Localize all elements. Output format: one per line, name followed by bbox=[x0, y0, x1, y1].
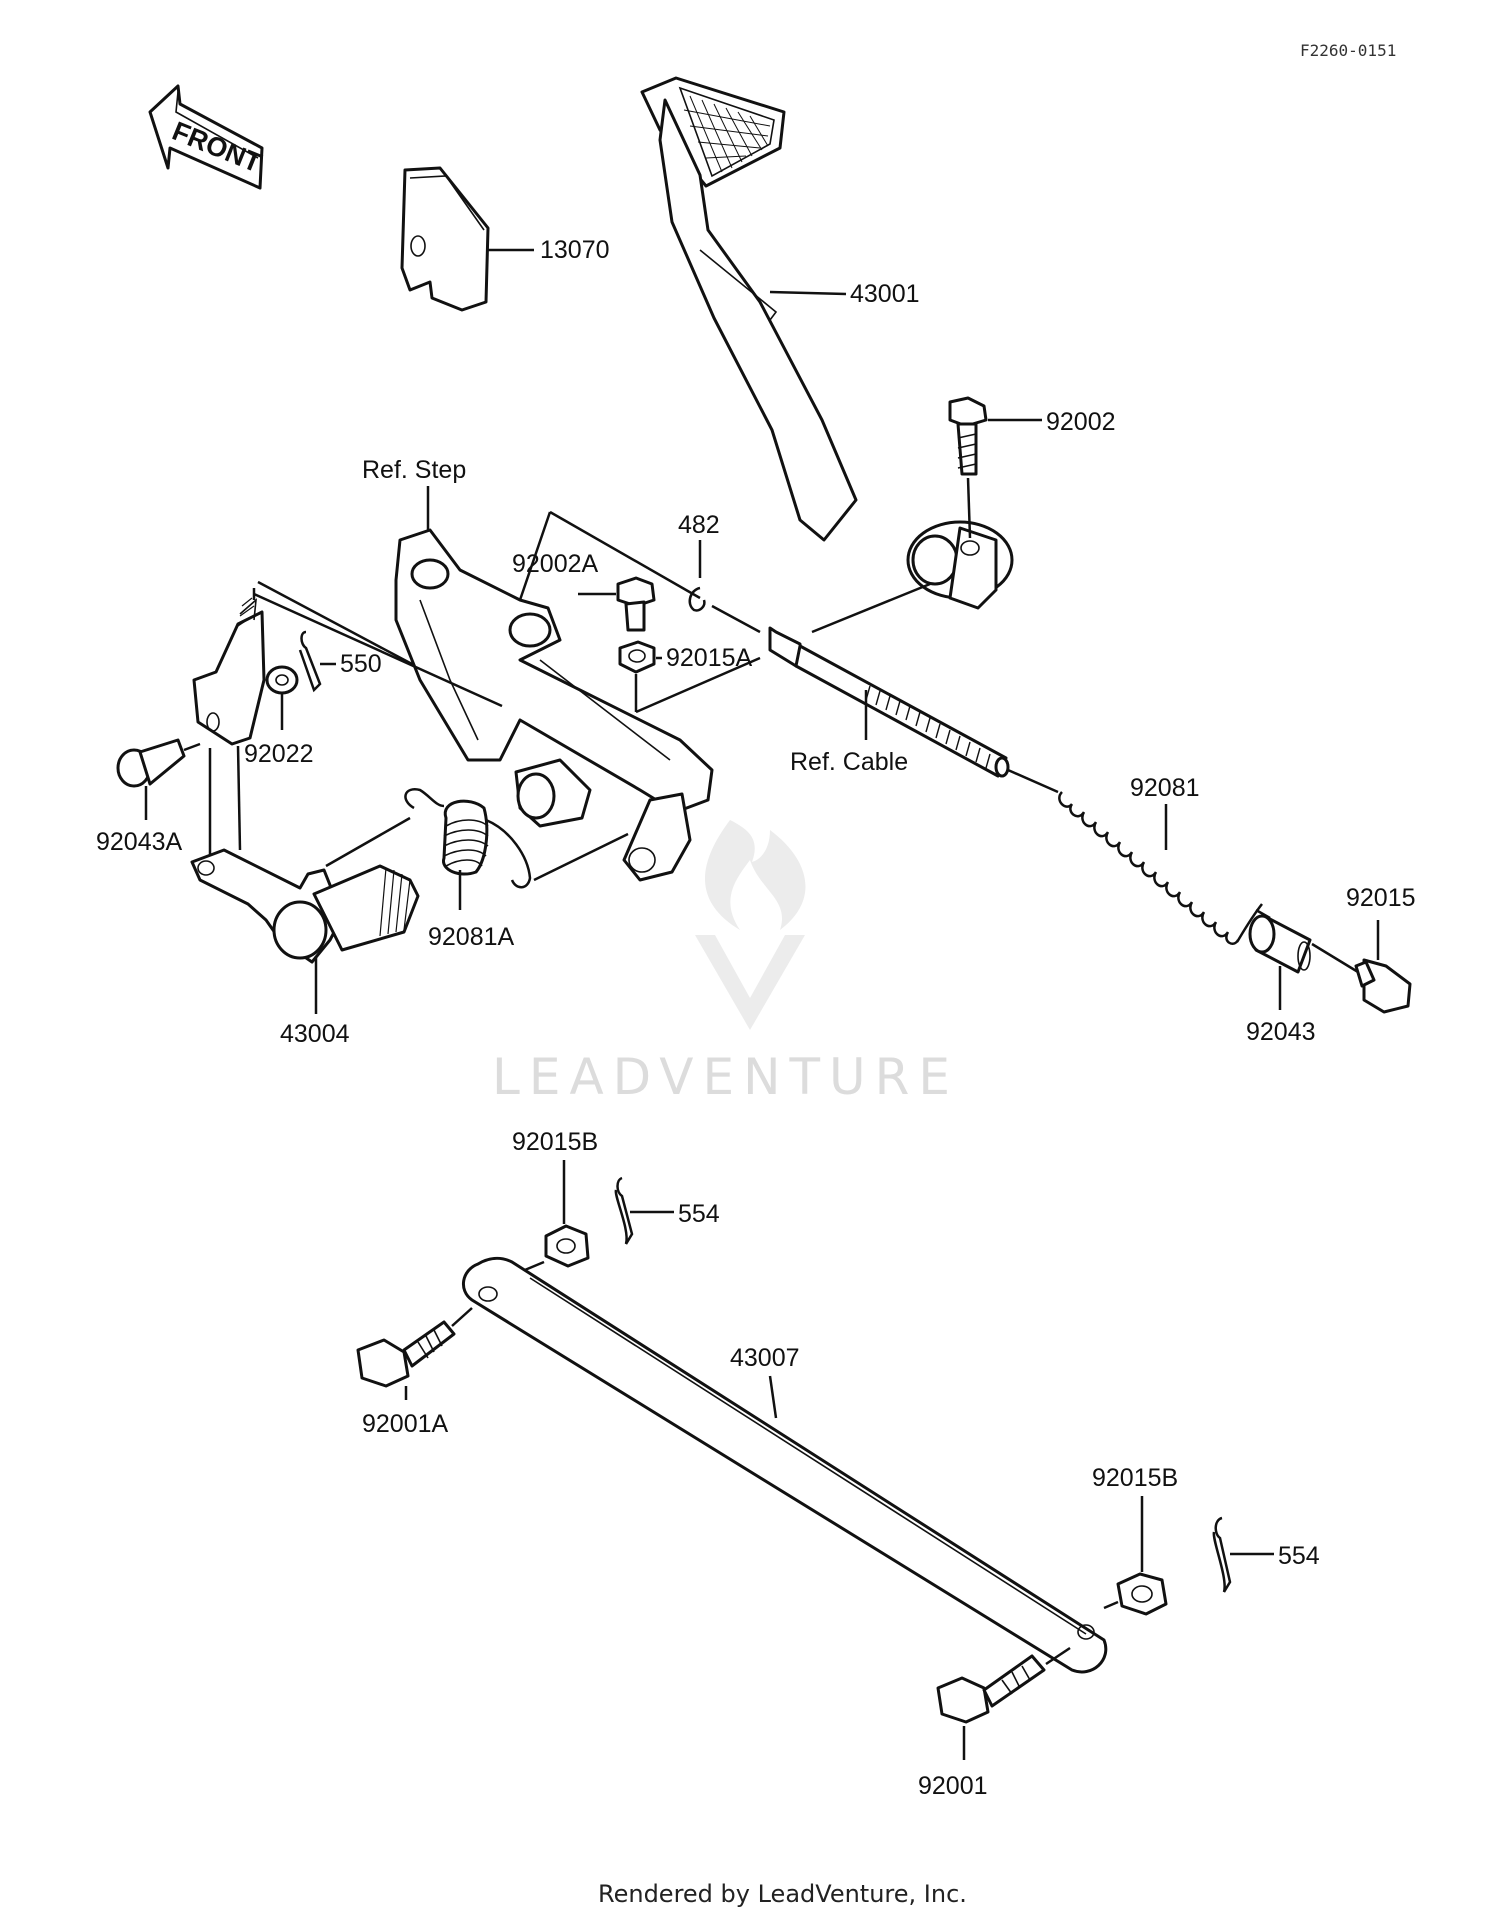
part-13070-bracket bbox=[400, 166, 490, 312]
part-92081A-spring bbox=[404, 788, 532, 889]
part-92015-nut bbox=[1354, 958, 1412, 1014]
part-92043A-pin bbox=[116, 738, 186, 788]
label-92015B-top: 92015B bbox=[512, 1128, 598, 1156]
part-clevis bbox=[192, 597, 266, 746]
label-92043A: 92043A bbox=[96, 828, 183, 856]
part-92001-bolt bbox=[936, 1654, 1046, 1724]
part-43004-lever bbox=[190, 848, 420, 964]
part-43007-tie-rod bbox=[462, 1256, 1108, 1674]
leadventure-watermark-logo bbox=[695, 820, 806, 1030]
part-92081-spring bbox=[1058, 791, 1263, 945]
front-arrow-icon bbox=[148, 84, 264, 190]
label-554-bottom: 554 bbox=[1278, 1542, 1320, 1570]
label-92015: 92015 bbox=[1346, 884, 1416, 912]
label-554-top: 554 bbox=[678, 1200, 720, 1228]
watermark-text: LEADVENTURE bbox=[492, 1048, 959, 1106]
label-43004: 43004 bbox=[280, 1020, 350, 1048]
part-550-cotter-pin bbox=[298, 630, 322, 693]
label-92043: 92043 bbox=[1246, 1018, 1316, 1046]
part-92015B-bottom-nut bbox=[1116, 1572, 1168, 1616]
label-92001A: 92001A bbox=[362, 1410, 449, 1438]
part-554-bottom-clip bbox=[1212, 1516, 1232, 1593]
brake-step-bracket bbox=[394, 528, 714, 882]
label-13070: 13070 bbox=[540, 236, 610, 264]
label-92081: 92081 bbox=[1130, 774, 1200, 802]
part-92022-washer bbox=[265, 665, 299, 695]
label-92081A: 92081A bbox=[428, 923, 515, 951]
label-92022: 92022 bbox=[244, 740, 314, 768]
part-92002A-bolt bbox=[616, 576, 656, 632]
footer-credit: Rendered by LeadVenture, Inc. bbox=[598, 1880, 967, 1908]
label-43007: 43007 bbox=[730, 1344, 800, 1372]
brake-rod bbox=[768, 626, 1010, 778]
label-92002: 92002 bbox=[1046, 408, 1116, 436]
part-554-top-clip bbox=[614, 1176, 634, 1245]
part-92015A-nut bbox=[618, 640, 656, 674]
ref-cable-label: Ref. Cable bbox=[790, 748, 908, 776]
part-92002-bolt bbox=[948, 396, 988, 476]
label-43001: 43001 bbox=[850, 280, 920, 308]
part-43001-brake-pedal bbox=[640, 76, 1014, 610]
catalog-code: F2260-0151 bbox=[1300, 41, 1396, 60]
part-92043-collar bbox=[1248, 914, 1312, 974]
ref-step-label: Ref. Step bbox=[362, 456, 466, 484]
part-92015B-top-nut bbox=[544, 1224, 590, 1268]
label-550: 550 bbox=[340, 650, 382, 678]
label-92002A: 92002A bbox=[512, 550, 599, 578]
label-92001: 92001 bbox=[918, 1772, 988, 1800]
part-482-clip bbox=[688, 586, 706, 612]
part-92001A-bolt bbox=[356, 1320, 456, 1388]
label-482: 482 bbox=[678, 511, 720, 539]
label-92015B-bottom: 92015B bbox=[1092, 1464, 1178, 1492]
